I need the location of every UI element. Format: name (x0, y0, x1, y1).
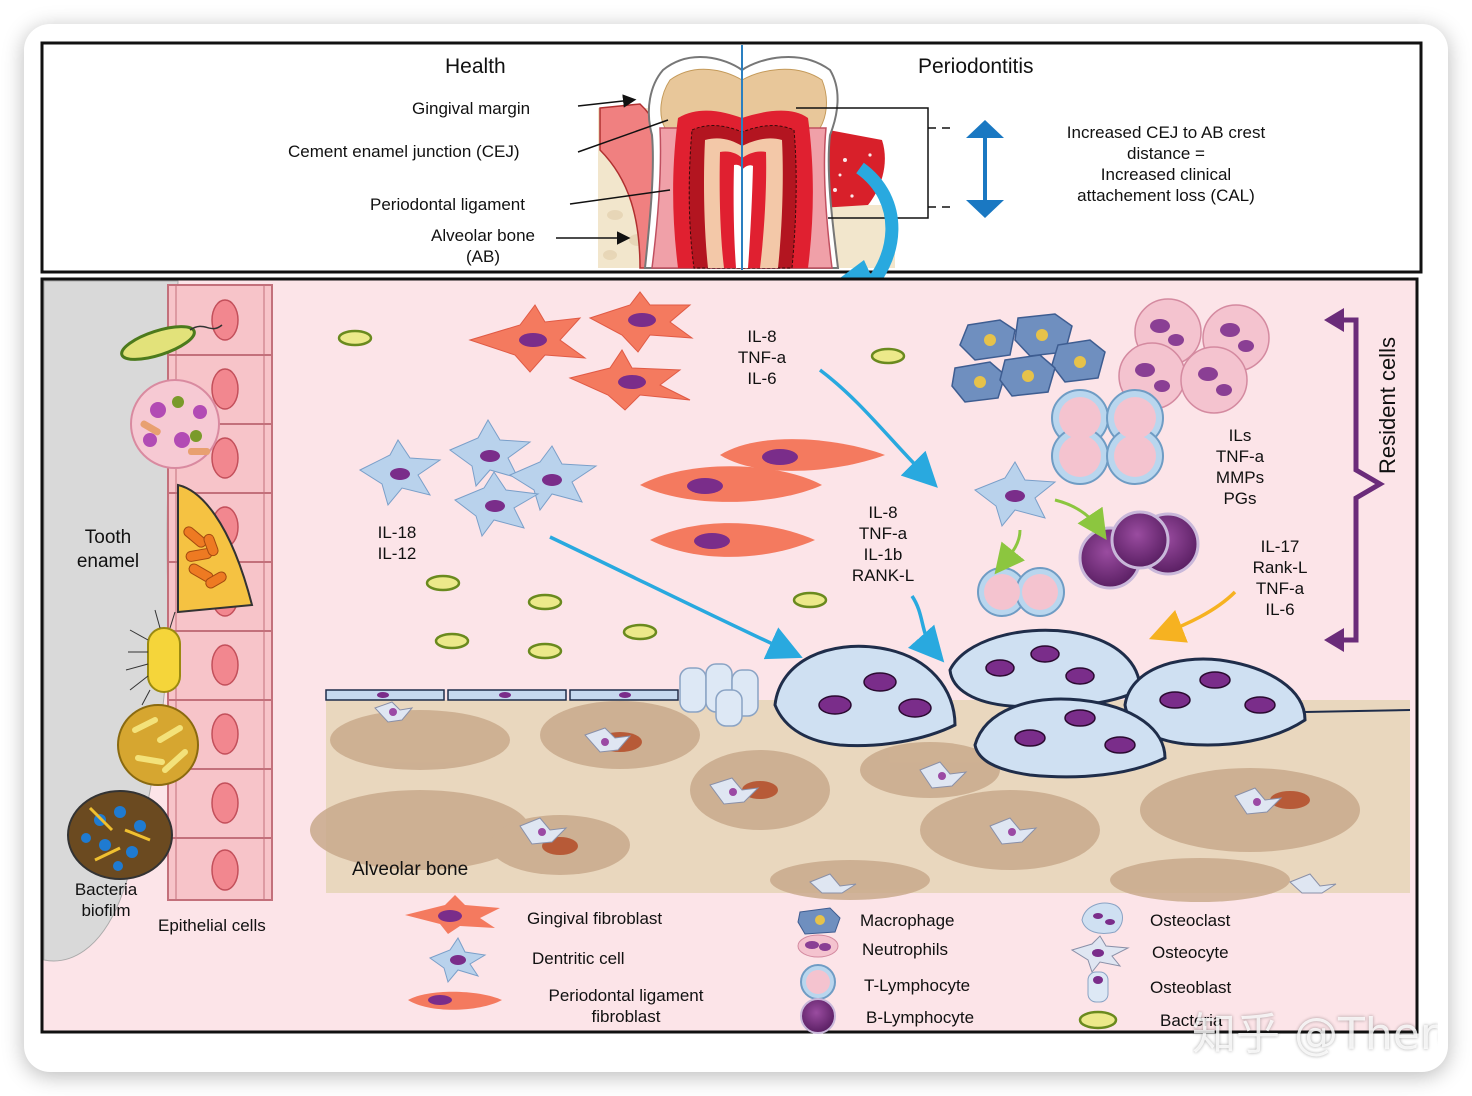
cal-description: Increased CEJ to AB crest distance = Inc… (1066, 123, 1266, 205)
gingival-margin-label: Gingival margin (412, 99, 531, 118)
legend-bacteria: Bacteria (1160, 1011, 1223, 1030)
legend-osteoblast-icon (1087, 971, 1109, 1003)
legend-gingival-fibroblast: Gingival fibroblast (527, 909, 663, 928)
legend-osteoclast-icon (1081, 902, 1123, 934)
b-lymphocytes (1078, 510, 1200, 590)
watermark: 知乎 @Theron (1192, 1010, 1438, 1060)
legend-macrophage-icon (797, 907, 841, 935)
legend-dendritic-cell: Dentritic cell (532, 949, 625, 968)
neutrophils (1118, 298, 1270, 414)
legend-dendritic-cell-icon (428, 937, 487, 984)
resident-cells-label: Resident cells (1375, 337, 1400, 474)
alveolar-bone-panel-label: Alveolar bone (352, 859, 469, 880)
periodontitis-title: Periodontitis (918, 55, 1034, 78)
legend-osteocyte-icon (1070, 935, 1130, 974)
perio-bone (828, 205, 895, 268)
cytokines-lymph: IL-17 Rank-L TNF-a IL-6 (1252, 537, 1308, 619)
osteoclasts (773, 628, 1307, 779)
legend-macrophage: Macrophage (860, 911, 955, 930)
cal-bracket (796, 107, 929, 219)
legend-gingival-fibroblast-icon (405, 895, 500, 934)
perio-gingiva-inflamed (818, 128, 885, 208)
legend-neutrophil-icon (797, 934, 839, 958)
bacterium-free (337, 329, 906, 660)
cytokines-pdl: IL-8 TNF-a IL-1b RANK-L (851, 503, 915, 585)
bacteria-biofilm-label: Bacteria biofilm (74, 880, 138, 920)
resident-cells-bracket (1336, 317, 1385, 643)
legend-b-lymphocyte-icon (800, 998, 836, 1034)
legend-neutrophils: Neutrophils (862, 940, 948, 959)
cytokines-immune: ILs TNF-a MMPs PGs (1215, 426, 1265, 508)
legend-pdl-fibroblast-icon (408, 991, 502, 1010)
cytokines-dendritic: IL-18 IL-12 (377, 523, 417, 563)
osteoblasts (679, 663, 759, 727)
epithelial-cells-label: Epithelial cells (158, 916, 266, 935)
bacteria-cluster-pink (130, 379, 220, 469)
pdl-label: Periodontal ligament (370, 195, 525, 214)
pdl-fibroblasts (640, 439, 885, 557)
cytokines-fibroblast: IL-8 TNF-a IL-6 (737, 327, 787, 388)
bacteria-cluster-yellow (117, 704, 199, 786)
legend-b-lymphocyte: B-Lymphocyte (866, 1008, 975, 1027)
legend-osteoclast: Osteoclast (1150, 911, 1231, 930)
legend-osteoblast: Osteoblast (1150, 978, 1232, 997)
legend-bacteria-icon (1078, 1010, 1118, 1030)
cej-label: Cement enamel junction (CEJ) (288, 142, 520, 161)
legend-pdl-fibroblast: Periodontal ligament fibroblast (548, 986, 704, 1026)
tooth-enamel-pocket (177, 483, 254, 614)
legend-t-lymphocyte-icon (800, 964, 836, 1000)
alveolar-bone-label: Alveolar bone (AB) (431, 226, 535, 266)
tooth-enamel-label: Tooth enamel (76, 527, 140, 572)
legend-osteocyte: Osteocyte (1152, 943, 1229, 962)
health-title: Health (445, 55, 506, 78)
bacterium-flagellated (120, 324, 223, 361)
legend-t-lymphocyte: T-Lymphocyte (864, 976, 971, 995)
cal-double-arrow (966, 120, 1004, 218)
bacteria-biofilm-cluster (67, 790, 173, 880)
bacterium-fimbriated (125, 609, 181, 706)
